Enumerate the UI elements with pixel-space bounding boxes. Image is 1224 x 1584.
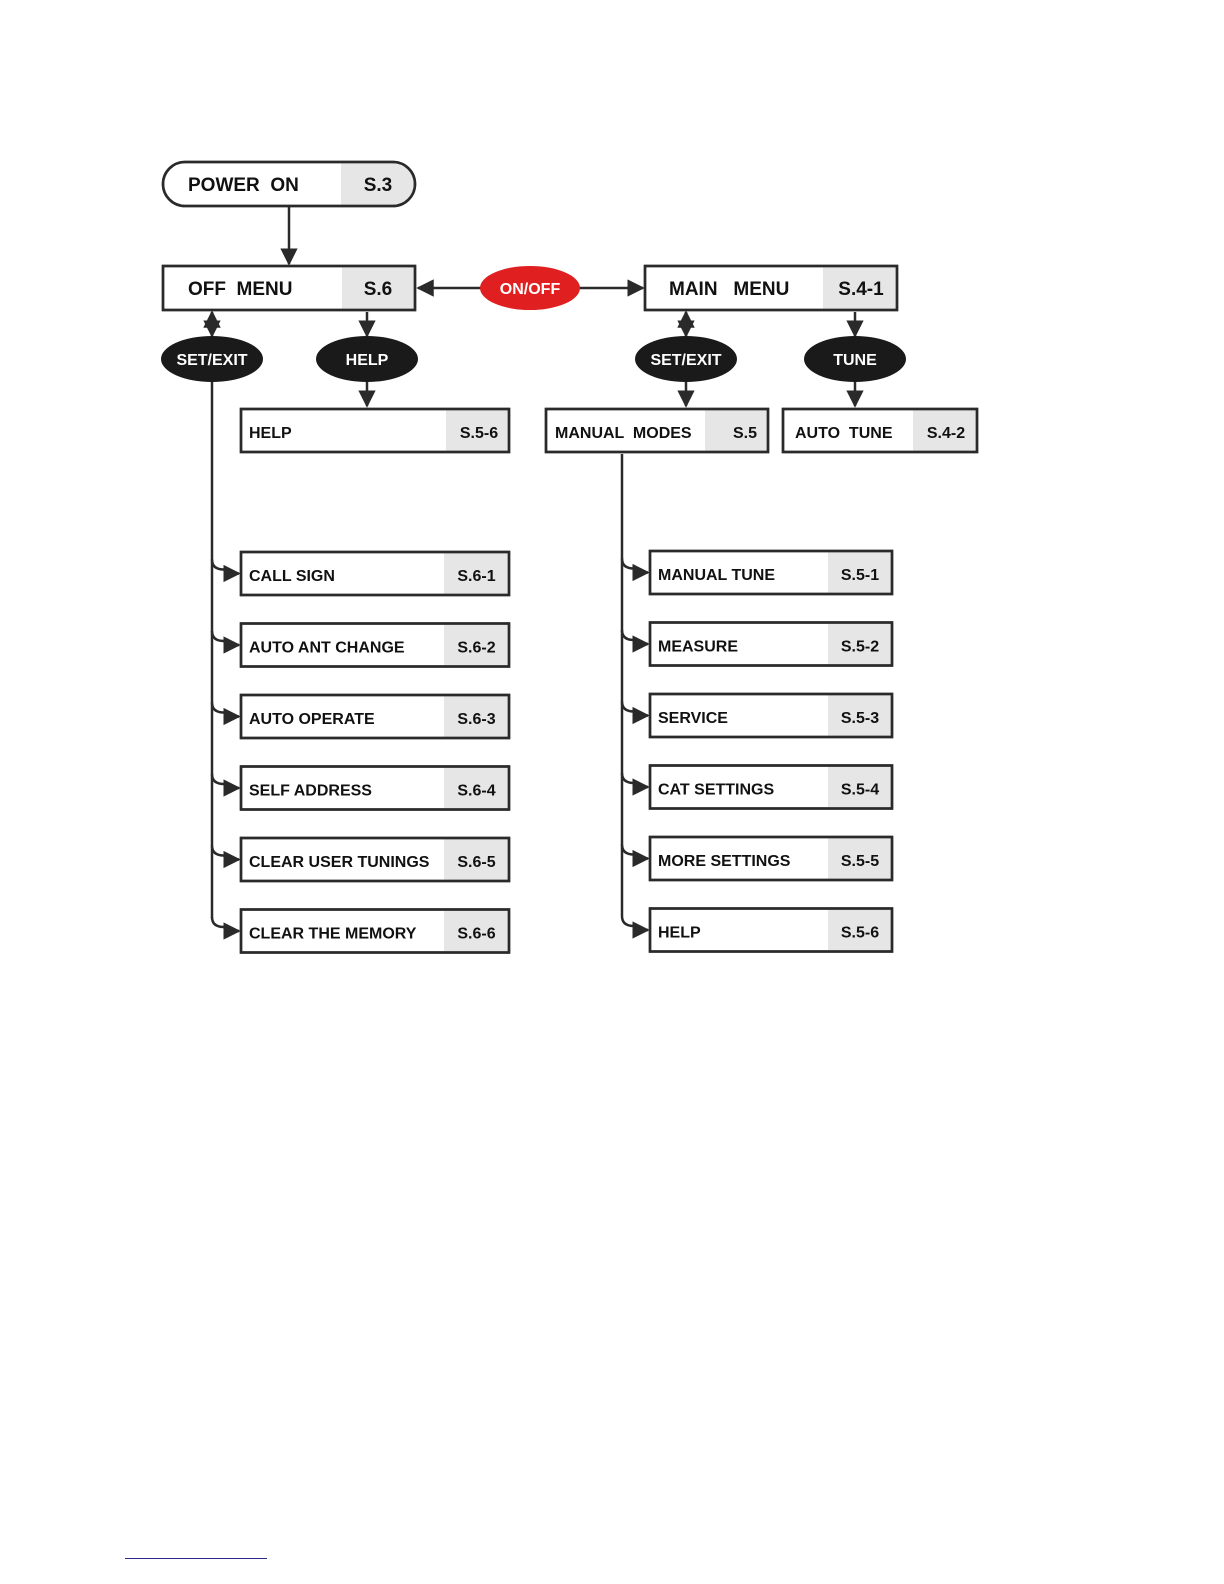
off-help-button-label: HELP [346, 352, 389, 369]
manual-mode-item[interactable]: HELP S.5-6 [648, 907, 894, 953]
manual-mode-item[interactable]: MORE SETTINGS S.5-5 [648, 835, 894, 882]
manual-mode-item[interactable]: CAT SETTINGS S.5-4 [648, 764, 894, 810]
off-set-exit-button-label: SET/EXIT [176, 352, 247, 369]
off-menu-item[interactable]: CLEAR THE MEMORY S.6-6 [239, 908, 511, 954]
manual-mode-item-code: S.5-4 [841, 782, 879, 799]
off-menu-item-label: AUTO OPERATE [249, 711, 375, 728]
off-help-button[interactable]: HELP [316, 336, 418, 382]
off-set-exit-button[interactable]: SET/EXIT [161, 336, 263, 382]
manual-mode-item[interactable]: MEASURE S.5-2 [648, 621, 894, 667]
off-menu-branch-connector [210, 559, 241, 583]
off-menu-item-label: CALL SIGN [249, 568, 335, 585]
off-menu-item-label: CLEAR USER TUNINGS [249, 854, 430, 871]
off-menu-item[interactable]: CALL SIGN S.6-1 [239, 550, 511, 597]
manual-mode-branch-connector [620, 701, 650, 725]
manual-modes-code: S.5 [733, 425, 757, 442]
main-menu-box: MAIN MENU S.4-1 [643, 264, 899, 312]
power-on-code: S.3 [364, 175, 393, 196]
off-menu-box: OFF MENU S.6 [161, 264, 417, 312]
help-box-label: HELP [249, 425, 292, 442]
off-menu-branch-connector [210, 702, 241, 726]
off-menu-item-code: S.6-6 [457, 926, 495, 943]
off-menu-branch-connector [210, 916, 241, 940]
off-menu-item-code: S.6-2 [457, 640, 495, 657]
off-menu-branch-connector [210, 845, 241, 869]
manual-mode-branch-connector [620, 844, 650, 868]
auto-tune-box: AUTO TUNE S.4-2 [781, 407, 979, 454]
manual-modes-label: MANUAL MODES [555, 425, 692, 442]
main-set-exit-button[interactable]: SET/EXIT [635, 336, 737, 382]
manual-mode-item-code: S.5-3 [841, 710, 879, 727]
help-box-code: S.5-6 [460, 425, 498, 442]
manual-mode-branch-connector [620, 558, 650, 582]
manual-mode-item-label: MORE SETTINGS [658, 853, 791, 870]
tune-button-label: TUNE [833, 352, 877, 369]
manual-mode-branch-connector [620, 915, 650, 939]
off-menu-label: OFF MENU [188, 279, 293, 300]
off-menu-item-code: S.6-3 [457, 711, 495, 728]
off-menu-item[interactable]: CLEAR USER TUNINGS S.6-5 [239, 836, 511, 883]
manual-mode-branch-connector [620, 629, 650, 653]
connectors [203, 206, 864, 918]
off-menu-item-label: AUTO ANT CHANGE [249, 640, 405, 657]
manual-mode-item-code: S.5-6 [841, 925, 879, 942]
manual-mode-item-code: S.5-2 [841, 639, 879, 656]
off-menu-item[interactable]: AUTO OPERATE S.6-3 [239, 693, 511, 740]
off-menu-item-code: S.6-4 [457, 783, 495, 800]
off-menu-branch-connector [210, 630, 241, 654]
on-off-button-label: ON/OFF [500, 281, 561, 298]
auto-tune-label: AUTO TUNE [795, 425, 893, 442]
manual-mode-item-label: HELP [658, 925, 701, 942]
branch-connectors [210, 558, 650, 940]
main-menu-code: S.4-1 [838, 279, 884, 300]
manual-mode-item[interactable]: SERVICE S.5-3 [648, 692, 894, 739]
manual-mode-item-label: SERVICE [658, 710, 728, 727]
manual-mode-item-label: CAT SETTINGS [658, 782, 774, 799]
main-menu-label: MAIN MENU [669, 279, 789, 300]
off-menu-item-code: S.6-5 [457, 854, 495, 871]
main-set-exit-button-label: SET/EXIT [650, 352, 721, 369]
off-menu-code: S.6 [364, 279, 393, 300]
off-menu-item-label: CLEAR THE MEMORY [249, 926, 417, 943]
tune-button[interactable]: TUNE [804, 336, 906, 382]
help-box: HELP S.5-6 [239, 407, 511, 454]
manual-mode-item-code: S.5-1 [841, 567, 879, 584]
manual-mode-item-code: S.5-5 [841, 853, 879, 870]
off-menu-item[interactable]: SELF ADDRESS S.6-4 [239, 765, 511, 811]
manual-modes-box: MANUAL MODES S.5 [544, 407, 770, 454]
footnote-rule [125, 1558, 267, 1559]
on-off-button[interactable]: ON/OFF [480, 266, 580, 310]
manual-mode-item-label: MANUAL TUNE [658, 567, 775, 584]
manual-mode-item-label: MEASURE [658, 639, 738, 656]
auto-tune-code: S.4-2 [927, 425, 965, 442]
manual-mode-item[interactable]: MANUAL TUNE S.5-1 [648, 549, 894, 596]
off-menu-branch-connector [210, 773, 241, 797]
off-menu-item[interactable]: AUTO ANT CHANGE S.6-2 [239, 622, 511, 668]
power-on-label: POWER ON [188, 175, 299, 196]
power-on-box: POWER ON S.3 [161, 160, 417, 208]
off-menu-item-label: SELF ADDRESS [249, 783, 372, 800]
off-menu-item-code: S.6-1 [457, 568, 495, 585]
manual-mode-branch-connector [620, 772, 650, 796]
